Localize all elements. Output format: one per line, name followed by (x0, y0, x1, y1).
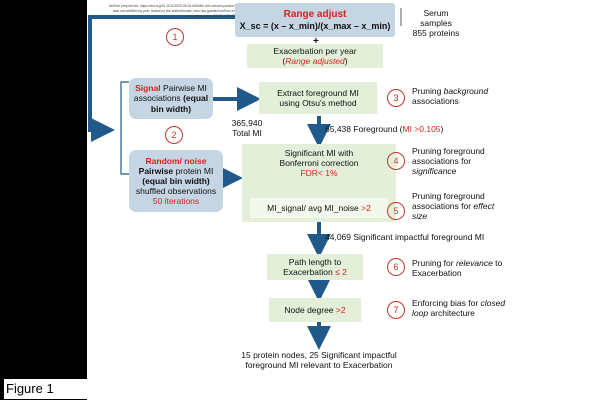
noise-line-1: Pairwise (138, 165, 174, 176)
noise-line-1b: protein MI (175, 165, 214, 176)
diagram-canvas: bioRxiv preprint doi: https://doi.org/10… (87, 0, 600, 400)
significance-box: Significant MI with Bonferroni correctio… (242, 146, 396, 180)
step-number-1: 1 (166, 28, 184, 46)
total-mi-value: 365,940 (231, 118, 263, 128)
protein-count: 855 proteins (412, 28, 460, 39)
significant-line-2: Bonferroni correction (279, 157, 359, 168)
total-mi-text: Total MI (232, 128, 262, 139)
note-7-b: closed (480, 298, 506, 308)
flow-arrows (88, 8, 402, 350)
note-7-c: loop (412, 308, 429, 319)
noise-line-3: shuffled observations (135, 186, 217, 197)
note-6-c: to (492, 258, 503, 268)
final-line-2: foreground MI relevant to Exacerbation (245, 360, 393, 370)
step-number-2: 2 (165, 126, 183, 144)
step-number-3: 3 (387, 89, 405, 107)
range-adjust-title: Range adjust (283, 8, 347, 20)
significant-line-1: Significant MI with (284, 147, 354, 158)
note-5: Pruning foreground associations for effe… (412, 191, 494, 222)
foreground-count: 65,438 Foreground (MI >0.105) (325, 124, 443, 134)
plus-sign: + (313, 36, 319, 47)
foreground-close: ) (440, 124, 444, 134)
note-4-a: Pruning foreground (412, 146, 485, 156)
ratio-text: MI_signal/ avg MI_noise (267, 202, 362, 213)
note-7: Enforcing bias for closed loop architect… (412, 298, 505, 318)
note-4: Pruning foreground associations for sign… (412, 146, 485, 177)
signal-text-4: bin width) (150, 103, 192, 114)
note-6-d: Exacerbation (412, 268, 462, 279)
note-5-b: associations for (412, 201, 474, 212)
note-5-d: size (412, 211, 428, 222)
note-7-a: Enforcing bias for (412, 298, 481, 308)
ratio-threshold: >2 (361, 202, 371, 213)
range-adjust-box: Range adjust X_sc = (x – x_min)/(x_max –… (235, 3, 395, 37)
note-3-b: background (443, 86, 489, 96)
preprint-line-2: was not certified by peer review) is the… (113, 9, 315, 13)
final-line-1: 15 protein nodes, 25 Significant impactf… (241, 349, 397, 360)
signal-text-1: Pairwise MI (162, 83, 207, 94)
path-length-box: Path length to Exacerbation ≤ 2 (267, 254, 363, 280)
note-4-c: significance (412, 166, 457, 177)
note-5-c: effect (473, 201, 495, 212)
ratio-box: MI_signal/ avg MI_noise >2 (250, 198, 388, 218)
final-result: 15 protein nodes, 25 Significant impactf… (227, 348, 411, 372)
noise-line-2: (equal bin width) (142, 175, 210, 186)
note-6: Pruning for relevance to Exacerbation (412, 258, 502, 278)
signal-text-2: associations (133, 93, 181, 104)
total-mi-label: 365,940 Total MI (226, 118, 268, 138)
exacerbation-text: Exacerbation per year (273, 45, 357, 56)
step-number-5: 5 (387, 202, 405, 220)
noise-iterations: 50 iterations (152, 196, 200, 207)
note-3-a: Pruning (412, 86, 444, 96)
preprint-line-1: bioRxiv preprint doi: https://doi.org/10… (109, 4, 323, 8)
serum-samples: Serum samples (420, 8, 452, 29)
noise-box: Random/ noise Pairwise protein MI (equal… (129, 150, 223, 212)
degree-threshold: >2 (335, 304, 346, 315)
path-line-2: Exacerbation (283, 267, 336, 277)
foreground-text: 65,438 Foreground ( (325, 124, 403, 134)
degree-text: Node degree (284, 304, 336, 315)
step-number-6: 6 (387, 258, 405, 276)
noise-title: Random/ noise (145, 155, 207, 166)
note-6-b: relevance (455, 258, 493, 268)
impactful-count: 44,069 Significant impactful foreground … (325, 232, 485, 242)
step-number-4: 4 (387, 152, 405, 170)
serum-note: Serum samples 855 proteins (407, 8, 465, 39)
signal-box: Signal Pairwise MI associations (equal b… (129, 78, 213, 119)
note-6-a: Pruning for (412, 258, 456, 268)
fdr-threshold: FDR< 1% (300, 168, 338, 179)
signal-text-3: (equal (183, 93, 209, 104)
note-5-a: Pruning foreground (412, 191, 485, 201)
note-3-c: associations (412, 96, 459, 107)
extract-line-2: using Otsu's method (279, 98, 357, 108)
figure-label: Figure 1 (4, 379, 88, 399)
note-7-d: architecture (428, 308, 475, 319)
preprint-line-3: available under aCC-BY-NC-ND 4.0 Interna… (187, 14, 273, 18)
extract-line-1: Extract foreground MI (277, 87, 359, 98)
path-threshold: ≤ 2 (335, 267, 347, 277)
step-number-7: 7 (387, 301, 405, 319)
node-degree-box: Node degree >2 (269, 298, 361, 322)
range-adjusted-label: Range adjusted (285, 56, 345, 66)
extract-box: Extract foreground MI using Otsu's metho… (259, 82, 377, 114)
signal-title: Signal (135, 83, 161, 94)
note-3: Pruning background associations (412, 86, 488, 106)
foreground-threshold: MI >0.105 (402, 124, 441, 134)
scaling-formula: X_sc = (x – x_min)/(x_max – x_min) (239, 20, 391, 31)
note-4-b: associations for (412, 156, 472, 167)
path-line-1: Path length to (288, 256, 342, 267)
exacerbation-box: Exacerbation per year (Range adjusted) (247, 44, 383, 68)
